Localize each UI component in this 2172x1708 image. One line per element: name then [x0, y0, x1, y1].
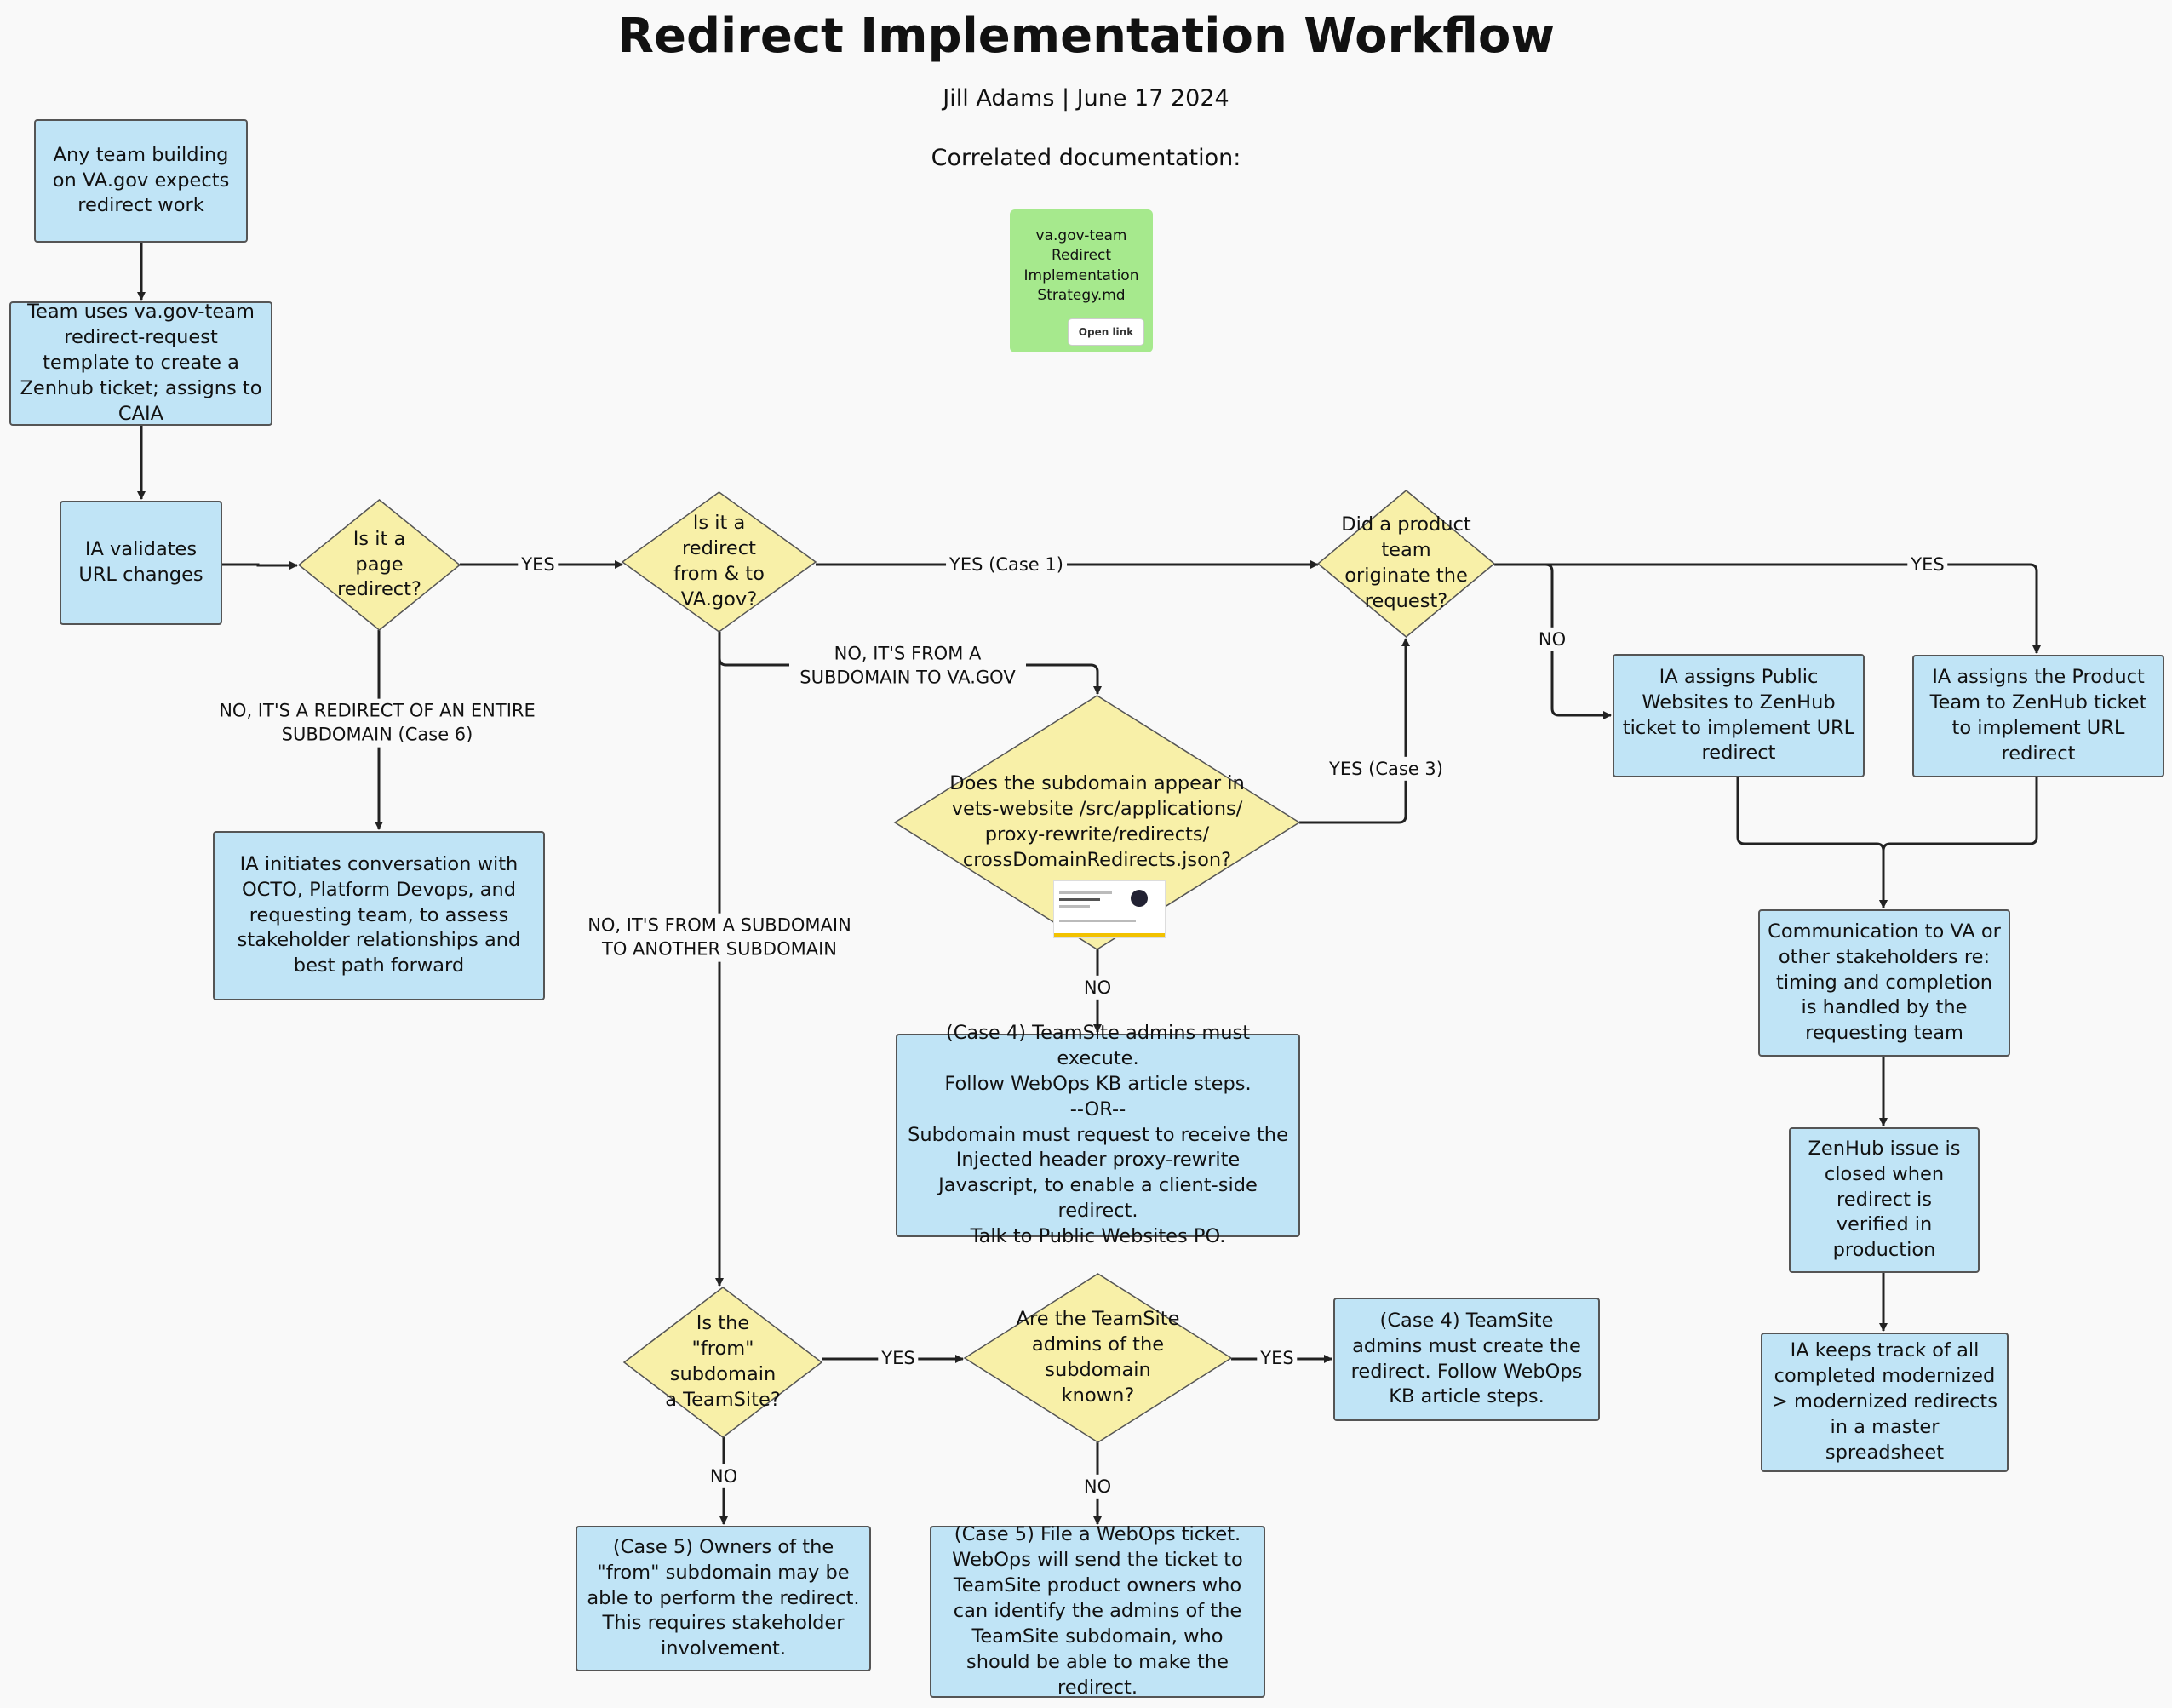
edge-label-teamsite-no: NO — [706, 1464, 742, 1489]
case4-execute-line: (Case 4) TeamSite admins must execute. — [945, 1021, 1251, 1069]
va-seal-icon — [1131, 890, 1148, 907]
edge-assignproduct-communication — [1879, 777, 2038, 908]
edge-label-admins-no: NO — [1080, 1474, 1115, 1499]
decision-text: Is it a page redirect? — [337, 527, 421, 601]
decision-text: Is the "from" subdomain a TeamSite? — [665, 1312, 781, 1411]
decision-text: Does the subdomain appear in vets-websit… — [949, 772, 1245, 871]
open-link-button[interactable]: Open link — [1068, 318, 1144, 346]
node-start: Any team building on VA.gov expects redi… — [34, 119, 248, 243]
node-case4-create: (Case 4) TeamSite admins must create the… — [1333, 1298, 1600, 1421]
edge-label-json-no: NO — [1080, 975, 1115, 1000]
author-date: Jill Adams | June 17 2024 — [943, 85, 1229, 112]
node-case5-owners: (Case 5) Owners of the "from" subdomain … — [576, 1526, 871, 1671]
edge-assignpublic-communication — [1736, 777, 1888, 908]
case4-execute-line: Talk to Public Websites PO. — [970, 1225, 1226, 1248]
decision-text: Is it a redirect from & to VA.gov? — [673, 512, 765, 610]
decision-text: Did a product team originate the request… — [1341, 513, 1471, 612]
decision-page-redirect: Is it a page redirect? — [299, 500, 460, 630]
edge-label-case3: YES (Case 3) — [1326, 756, 1447, 782]
edge-qproduct-assignproduct — [1494, 563, 2041, 654]
correlated-docs-label: Correlated documentation: — [931, 145, 1241, 171]
node-validate: IA validates URL changes — [60, 501, 222, 625]
decision-text: Are the TeamSite admins of the subdomain… — [1016, 1308, 1180, 1407]
edge-label-product-no: NO — [1534, 627, 1570, 652]
case4-execute-line: Follow WebOps KB article steps. — [944, 1072, 1252, 1095]
node-track: IA keeps track of all completed moderniz… — [1761, 1333, 2009, 1472]
edge-label-admins-yes: YES — [1257, 1345, 1298, 1371]
case4-execute-line: Subdomain must request to receive the In… — [908, 1123, 1288, 1223]
page-title: Redirect Implementation Workflow — [616, 9, 1556, 64]
node-case5-ticket: (Case 5) File a WebOps ticket. WebOps wi… — [930, 1523, 1265, 1699]
node-communication: Communication to VA or other stakeholder… — [1758, 909, 2010, 1057]
decision-product-team: Did a product team originate the request… — [1318, 490, 1494, 637]
decision-redirect-vagov: Is it a redirect from & to VA.gov? — [622, 492, 816, 632]
decision-teamsite: Is the "from" subdomain a TeamSite? — [624, 1287, 822, 1437]
github-repo-thumbnail — [1053, 880, 1166, 938]
doc-filename: va.gov-team Redirect Implementation Stra… — [1023, 227, 1139, 305]
node-octo: IA initiates conversation with OCTO, Pla… — [213, 831, 545, 1000]
edge-label-teamsite-yes: YES — [878, 1345, 919, 1371]
node-closed: ZenHub issue is closed when redirect is … — [1789, 1127, 1980, 1273]
edge-qsubdomain-qproduct — [1299, 638, 1410, 824]
edge-label-product-yes: YES — [1907, 552, 1948, 577]
node-template: Team uses va.gov-team redirect-request t… — [9, 301, 272, 426]
doc-link-card[interactable]: va.gov-team Redirect Implementation Stra… — [1010, 209, 1153, 352]
node-case4-execute: (Case 4) TeamSite admins must execute. F… — [896, 1022, 1300, 1247]
case4-execute-line: --OR-- — [1069, 1098, 1126, 1121]
edge-label-vagov-yes: YES (Case 1) — [946, 552, 1067, 577]
node-assign-public: IA assigns Public Websites to ZenHub tic… — [1613, 654, 1865, 777]
decision-admins-known: Are the TeamSite admins of the subdomain… — [965, 1274, 1231, 1442]
decision-subdomain-json: Does the subdomain appear in vets-websit… — [895, 696, 1299, 949]
edge-label-case6: NO, IT'S A REDIRECT OF AN ENTIRE SUBDOMA… — [208, 698, 547, 748]
node-assign-product: IA assigns the Product Team to ZenHub ti… — [1912, 655, 2164, 777]
edge-label-sub-to-sub: NO, IT'S FROM A SUBDOMAIN TO ANOTHER SUB… — [576, 913, 863, 962]
edge-label-from-subdomain: NO, IT'S FROM A SUBDOMAIN TO VA.GOV — [789, 641, 1026, 691]
edge-label-page-yes: YES — [518, 552, 559, 577]
